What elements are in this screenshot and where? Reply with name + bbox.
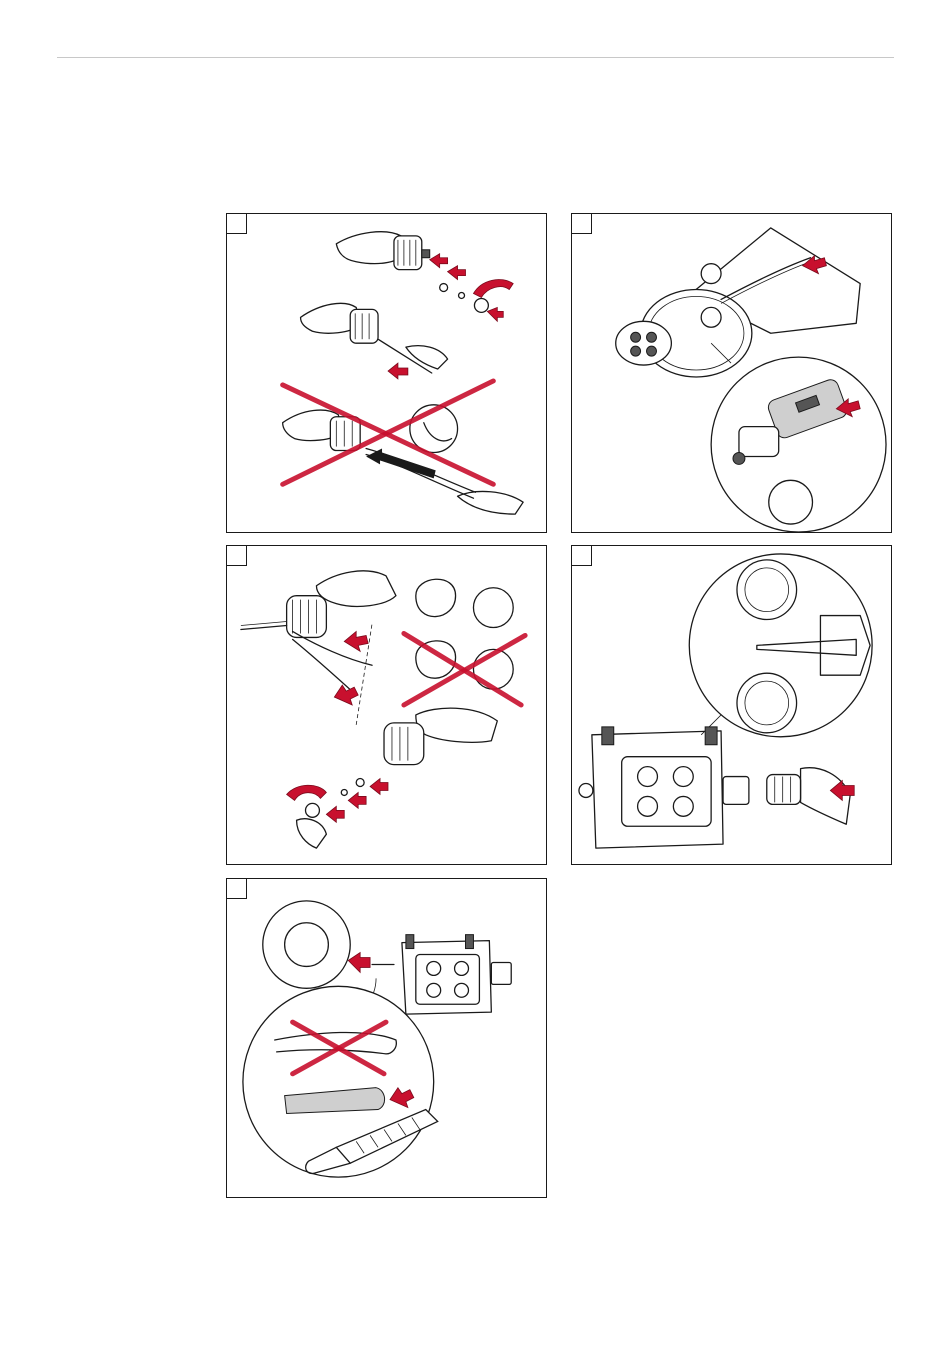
adjust-knob	[579, 784, 593, 798]
step-5-illustration	[227, 879, 546, 1197]
step-number-box	[227, 214, 247, 234]
liner-nozzle	[739, 427, 779, 457]
coiled-liner	[241, 626, 287, 630]
red-arrow-icon	[430, 254, 448, 268]
feed-roller	[701, 307, 721, 327]
step-4-panel	[571, 545, 892, 865]
drive-roller	[673, 796, 693, 816]
step-2-panel	[571, 213, 892, 533]
drive-roller	[673, 767, 693, 787]
drive-roller	[638, 796, 658, 816]
red-arrow-icon	[348, 953, 370, 973]
hand-outline	[297, 819, 327, 848]
tension-knob	[705, 727, 717, 745]
step-4-illustration	[572, 546, 891, 864]
curved-arrow-icon	[473, 280, 513, 298]
header-rule	[57, 57, 894, 58]
red-arrow-icon	[348, 792, 366, 808]
step-3-panel	[226, 545, 547, 865]
step-number-box	[572, 214, 592, 234]
hand-outline	[458, 491, 524, 514]
tension-knob	[406, 935, 414, 949]
connector-tip	[422, 250, 430, 258]
torch-connector	[350, 309, 378, 343]
step-2-illustration	[572, 214, 891, 532]
step-5-panel	[226, 878, 547, 1198]
roller-detail	[769, 480, 813, 524]
red-arrow-icon	[326, 806, 344, 822]
cap-part	[474, 298, 488, 312]
step-3-illustration	[227, 546, 546, 864]
drive-roller	[455, 983, 469, 997]
nut-part	[356, 779, 364, 787]
tension-knob	[602, 727, 614, 745]
step-1-illustration	[227, 214, 546, 532]
step-number-box	[572, 546, 592, 566]
hand-outline	[801, 768, 851, 825]
feed-roller	[737, 560, 797, 620]
washer-part	[341, 789, 347, 795]
drive-roller	[427, 983, 441, 997]
torch-connector	[767, 775, 801, 805]
feed-roller	[701, 264, 721, 284]
drive-roller	[455, 961, 469, 975]
red-arrow-icon	[803, 256, 827, 274]
drive-outlet	[491, 962, 511, 984]
wire-liner	[721, 258, 810, 300]
red-arrow-icon	[448, 266, 466, 280]
washer-part	[459, 293, 465, 299]
good-coil	[416, 579, 456, 616]
curved-arrow-icon	[287, 785, 327, 800]
step-number-box	[227, 879, 247, 899]
red-arrow-icon	[334, 685, 358, 705]
tension-knob	[466, 935, 474, 949]
red-arrow-icon	[830, 781, 854, 801]
feed-roller	[737, 673, 797, 733]
hand-outline	[416, 708, 497, 742]
red-arrow-icon	[388, 363, 408, 379]
torch-socket	[616, 321, 672, 365]
drive-roller	[427, 961, 441, 975]
step-1-panel	[226, 213, 547, 533]
nut-part	[440, 284, 448, 292]
drive-roller	[638, 767, 658, 787]
hand-outline	[406, 346, 448, 369]
drive-outlet	[723, 777, 749, 805]
drive-plate	[622, 757, 711, 827]
good-coil-end	[473, 588, 513, 628]
step-number-box	[227, 546, 247, 566]
hand-outline	[316, 571, 396, 607]
red-arrow-icon	[344, 631, 368, 651]
cap-part	[306, 803, 320, 817]
wire-spool-hub	[285, 923, 329, 967]
red-arrow-icon	[370, 779, 388, 795]
red-arrow-icon	[487, 307, 503, 321]
torch-connector	[384, 723, 424, 765]
drive-plate	[416, 955, 480, 1005]
